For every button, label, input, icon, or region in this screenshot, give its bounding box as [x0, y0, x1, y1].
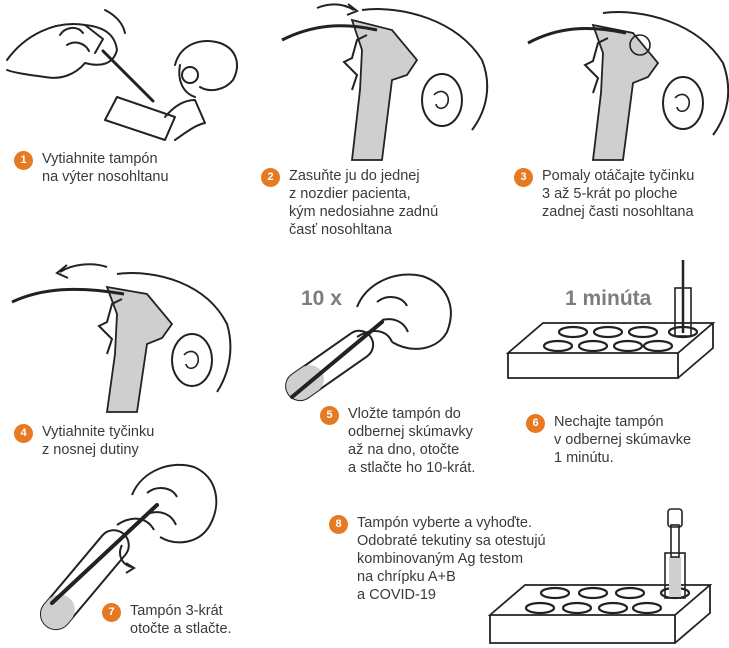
ten-times-label: 10 x — [301, 287, 342, 311]
step-text-line: 1 minútu. — [554, 449, 691, 467]
step-text-line: Nechajte tampón — [554, 413, 691, 431]
step-text-line: až na dno, otočte — [348, 441, 475, 459]
step-text-line: v odbernej skúmavke — [554, 431, 691, 449]
step-text-line: 3 až 5-krát po ploche — [542, 185, 694, 203]
step-text-line: Odobraté tekutiny sa otestujú — [357, 532, 546, 550]
step-8: 8 Tampón vyberte a vyhoďte.Odobraté teku… — [329, 514, 546, 604]
step-5-illustration — [262, 262, 462, 412]
step-4-illustration — [12, 262, 232, 412]
step-6-illustration — [503, 258, 718, 403]
step-number-badge: 2 — [261, 168, 280, 187]
step-text-line: na chrípku A+B — [357, 568, 546, 586]
step-text-line: a COVID-19 — [357, 586, 546, 604]
step-text-line: Vložte tampón do — [348, 405, 475, 423]
step-text-line: kým nedosiahne zadnú — [289, 203, 438, 221]
step-1-illustration — [5, 5, 245, 140]
step-3-illustration — [528, 5, 728, 160]
step-5: 5 Vložte tampón doodbernej skúmavkyaž na… — [320, 405, 475, 477]
step-number-badge: 3 — [514, 168, 533, 187]
step-4: 4 Vytiahnite tyčinkuz nosnej dutiny — [14, 423, 154, 459]
step-number-badge: 1 — [14, 151, 33, 170]
step-text-line: Vytiahnite tyčinku — [42, 423, 154, 441]
step-text-line: otočte a stlačte. — [130, 620, 232, 638]
step-1: 1 Vytiahnite tampónna výter nosohltanu — [14, 150, 169, 186]
step-2-illustration — [282, 0, 492, 160]
step-6: 6 Nechajte tampónv odbernej skúmavke1 mi… — [526, 413, 691, 467]
step-text-line: Tampón 3-krát — [130, 602, 232, 620]
step-text-line: zadnej časti nosohltana — [542, 203, 694, 221]
step-text-line: Pomaly otáčajte tyčinku — [542, 167, 694, 185]
step-text-line: časť nosohltana — [289, 221, 438, 239]
step-text-line: z nosnej dutiny — [42, 441, 154, 459]
step-number-badge: 4 — [14, 424, 33, 443]
step-number-badge: 7 — [102, 603, 121, 622]
step-text-line: Vytiahnite tampón — [42, 150, 169, 168]
step-text-line: kombinovaným Ag testom — [357, 550, 546, 568]
step-7: 7 Tampón 3-krátotočte a stlačte. — [102, 602, 232, 638]
step-number-badge: 5 — [320, 406, 339, 425]
step-2: 2 Zasuňte ju do jednejz nozdier pacienta… — [261, 167, 438, 239]
step-text-line: odbernej skúmavky — [348, 423, 475, 441]
step-7-illustration — [22, 455, 222, 615]
step-text-line: Tampón vyberte a vyhoďte. — [357, 514, 546, 532]
step-text-line: z nozdier pacienta, — [289, 185, 438, 203]
step-text-line: a stlačte ho 10-krát. — [348, 459, 475, 477]
step-3: 3 Pomaly otáčajte tyčinku3 až 5-krát po … — [514, 167, 694, 221]
step-number-badge: 8 — [329, 515, 348, 534]
step-text-line: Zasuňte ju do jednej — [289, 167, 438, 185]
step-number-badge: 6 — [526, 414, 545, 433]
step-text-line: na výter nosohltanu — [42, 168, 169, 186]
one-minute-label: 1 minúta — [565, 287, 651, 311]
